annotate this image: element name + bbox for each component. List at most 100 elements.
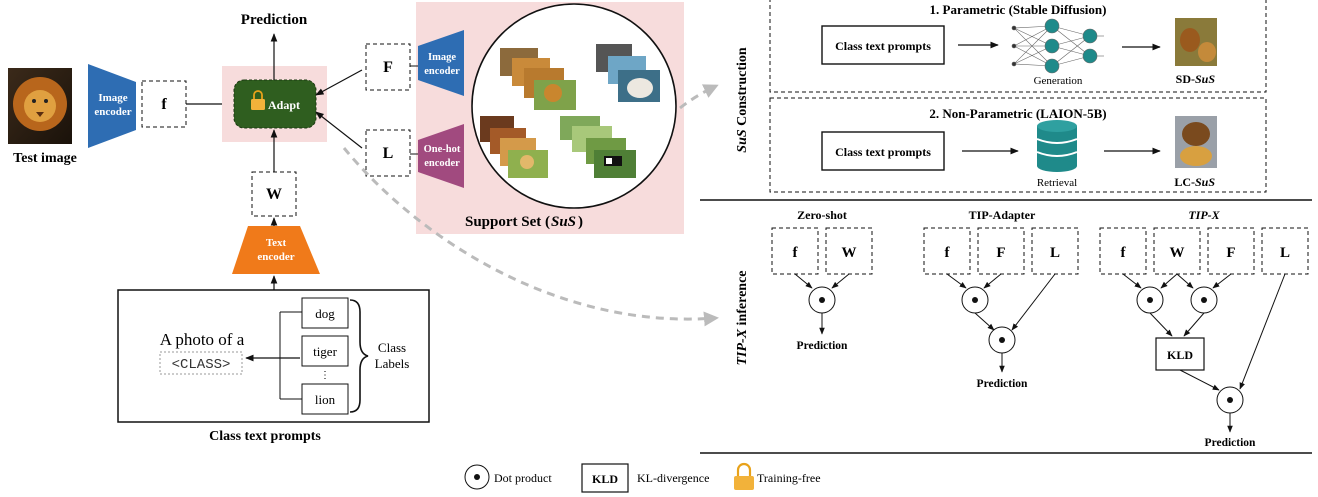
text-encoder-label-1: Text — [266, 237, 287, 249]
class-text-prompts-title: Class text prompts — [209, 429, 321, 444]
tx-kld-label: KLD — [1167, 348, 1193, 362]
tx-L-label: L — [1280, 245, 1290, 261]
tx-dot-1 — [1147, 297, 1153, 303]
class-labels-2: Labels — [375, 356, 410, 371]
tx-arrow-dp2-kld — [1183, 312, 1205, 337]
class-placeholder-box — [159, 351, 243, 375]
image-encoder-label-1: Image — [98, 92, 127, 104]
tx-f-label: f — [1121, 245, 1127, 261]
F-label: F — [383, 59, 393, 76]
support-set-label-italic: SuS — [551, 214, 576, 230]
legend-dot — [474, 474, 480, 480]
legend-kld-box — [581, 463, 629, 493]
ta-arrow-dp1 — [974, 312, 995, 331]
ta-dot-2 — [999, 337, 1005, 343]
tx-W-label: W — [1170, 245, 1185, 261]
class-labels-1: Class — [378, 340, 406, 355]
zs-f-box — [771, 227, 819, 275]
support-set-label-prefix: Support Set ( — [465, 214, 550, 230]
w-feature-box — [251, 171, 297, 217]
tx-arrow-L-dp3 — [1239, 273, 1286, 390]
tx-arrow-W-dp2 — [1176, 273, 1194, 289]
adapt-label: Adapt — [268, 98, 300, 112]
L-feature-box — [365, 129, 411, 177]
lc-sus-italic: SuS — [1195, 175, 1215, 189]
test-image — [8, 68, 72, 144]
ta-prediction: Prediction — [977, 378, 1028, 390]
legend-training-free: Training-free — [757, 471, 821, 485]
f-label: f — [161, 96, 167, 113]
legend-kl-divergence: KL-divergence — [637, 471, 709, 485]
left-prediction-label: Prediction — [241, 12, 308, 28]
nonparametric-title: 2. Non-Parametric (LAION-5B) — [929, 106, 1106, 121]
neural-network-icon — [1011, 18, 1104, 74]
parametric-title: 1. Parametric (Stable Diffusion) — [930, 2, 1107, 17]
ta-f-box — [923, 227, 971, 275]
ta-f-label: f — [945, 245, 951, 261]
legend-kld-label: KLD — [592, 472, 618, 486]
legend-lock-icon — [734, 462, 754, 490]
onehot-encoder-label-2: encoder — [424, 158, 460, 169]
tx-L-box — [1261, 227, 1309, 275]
tx-W-box — [1153, 227, 1201, 275]
image-encoder-2-label-1: Image — [428, 52, 456, 63]
F-feature-box — [365, 43, 411, 91]
inference-side-rest: inference — [735, 270, 750, 328]
ta-L-box — [1031, 227, 1079, 275]
support-set-label-suffix: ) — [578, 214, 583, 230]
image-encoder-2-label-2: encoder — [424, 66, 460, 77]
parametric-panel — [769, 0, 1267, 93]
test-image-label: Test image — [13, 151, 77, 166]
tipx-title: TIP-X — [1188, 208, 1220, 222]
legend-dot-product: Dot product — [494, 471, 552, 485]
tx-prediction: Prediction — [1205, 437, 1256, 449]
zeroshot-title: Zero-shot — [797, 208, 847, 222]
construction-side-rest: Construction — [735, 47, 750, 129]
ta-arrow-F — [983, 273, 1002, 289]
zs-arrow-f — [794, 273, 813, 289]
L-label: L — [383, 145, 394, 162]
zs-prediction: Prediction — [797, 340, 848, 352]
connector-inference — [342, 147, 719, 327]
lc-sus-image — [1175, 116, 1217, 168]
image-encoder-label-2: encoder — [94, 106, 131, 118]
class-placeholder: <CLASS> — [172, 357, 231, 373]
parametric-prompts-label: Class text prompts — [835, 39, 931, 53]
class-item-tiger — [301, 335, 349, 367]
class-item-dog — [301, 297, 349, 329]
nonparametric-panel — [769, 97, 1267, 193]
class-item-ellipsis: ⋮ — [320, 370, 330, 381]
arrow-F-adapt — [315, 69, 363, 96]
sd-sus-prefix: SD- — [1176, 72, 1195, 86]
ta-L-label: L — [1050, 245, 1060, 261]
tipadapter-title: TIP-Adapter — [969, 208, 1036, 222]
f-feature-box — [141, 80, 187, 128]
database-icon — [1036, 120, 1078, 172]
class-item-tiger-label: tiger — [313, 344, 337, 359]
tx-f-box — [1099, 227, 1147, 275]
tx-dot-2 — [1201, 297, 1207, 303]
ta-arrow-L — [1011, 273, 1056, 331]
tx-kld-box — [1155, 337, 1205, 371]
image-encoder-shape — [88, 64, 136, 148]
tx-F-box — [1207, 227, 1255, 275]
tx-arrow-f-dp1 — [1122, 273, 1142, 289]
ta-F-label: F — [996, 245, 1005, 261]
zs-w-label: W — [842, 245, 857, 261]
parametric-prompts-box — [821, 25, 945, 65]
inference-side-label: TIP-X inference — [735, 270, 750, 365]
class-item-lion — [301, 383, 349, 415]
retrieval-label: Retrieval — [1037, 177, 1077, 189]
ta-dot-1 — [972, 297, 978, 303]
construction-side-italic: SuS — [735, 129, 750, 153]
sd-sus-image — [1175, 18, 1217, 66]
w-label: W — [266, 186, 282, 203]
tx-F-label: F — [1226, 245, 1235, 261]
construction-side-label: SuS Construction — [735, 47, 750, 153]
zs-dot — [819, 297, 825, 303]
tx-arrow-kld-dp3 — [1179, 369, 1220, 391]
zs-arrow-w — [831, 273, 850, 289]
zs-f-label: f — [793, 245, 799, 261]
